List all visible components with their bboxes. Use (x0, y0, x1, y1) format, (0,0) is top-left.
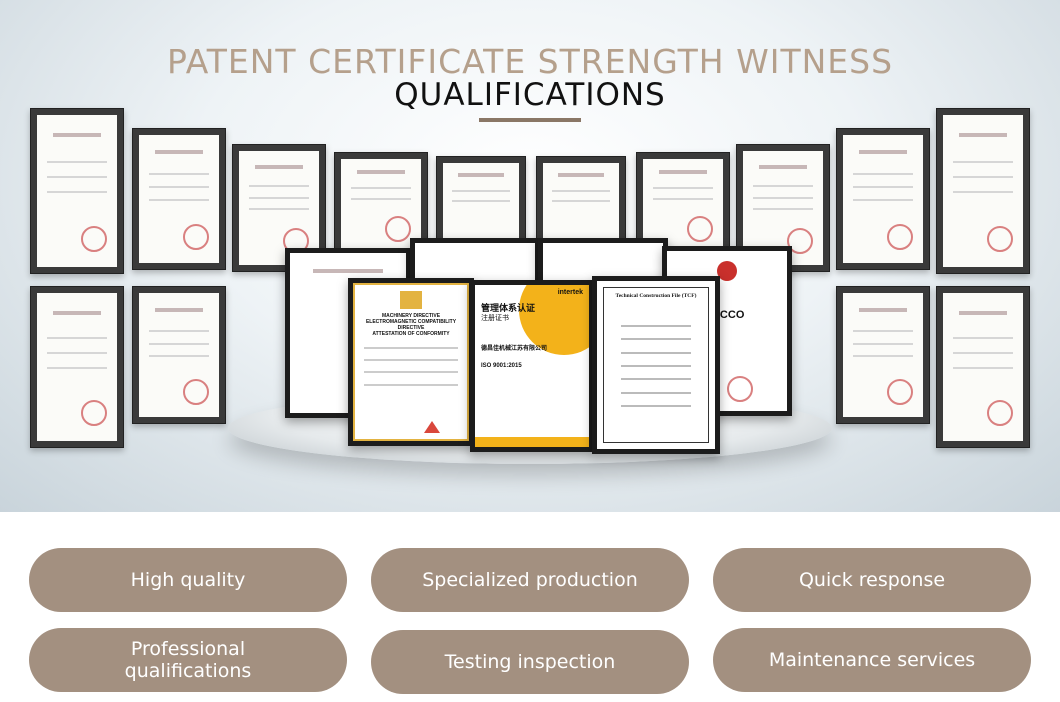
feature-high-quality[interactable]: High quality (29, 548, 347, 612)
intertek-company: 德昌佳机械江苏有限公司 (481, 346, 548, 352)
headline-line-2: QUALIFICATIONS (394, 77, 666, 113)
intertek-certificate: intertek 管理体系认证 注册证书 德昌佳机械江苏有限公司 ISO 900… (470, 280, 594, 452)
feature-professional-qualifications[interactable]: Professional qualifications (29, 628, 347, 692)
feature-quick-response[interactable]: Quick response (713, 548, 1031, 612)
framed-certificate (132, 128, 226, 270)
framed-certificate (536, 156, 626, 254)
framed-certificate (334, 152, 428, 258)
feature-specialized-production[interactable]: Specialized production (371, 548, 689, 612)
tcf-certificate: Technical Construction File (TCF) (592, 276, 720, 454)
framed-certificate (30, 108, 124, 274)
feature-maintenance-services[interactable]: Maintenance services (713, 628, 1031, 692)
intertek-heading: 管理体系认证 (481, 303, 536, 313)
ecco-label: ECCO (712, 308, 745, 321)
framed-certificate (30, 286, 124, 448)
ce-certificate-heading: MACHINERY DIRECTIVE ELECTROMAGNETIC COMP… (365, 313, 457, 337)
ce-certificate: MACHINERY DIRECTIVE ELECTROMAGNETIC COMP… (348, 278, 474, 446)
intertek-standard: ISO 9001:2015 (481, 363, 522, 369)
tcf-heading: Technical Construction File (TCF) (615, 293, 697, 299)
framed-certificate (936, 108, 1030, 274)
framed-certificate (836, 128, 930, 270)
framed-certificate (936, 286, 1030, 448)
hero-banner: PATENT CERTIFICATE STRENGTH WITNESS QUAL… (0, 0, 1060, 512)
intertek-subheading: 注册证书 (481, 315, 509, 322)
feature-testing-inspection[interactable]: Testing inspection (371, 630, 689, 694)
framed-certificate (132, 286, 226, 424)
headline-line-1: PATENT CERTIFICATE STRENGTH WITNESS (166, 42, 894, 81)
intertek-brand: intertek (557, 289, 583, 296)
title-underline (479, 118, 581, 122)
framed-certificate (836, 286, 930, 424)
